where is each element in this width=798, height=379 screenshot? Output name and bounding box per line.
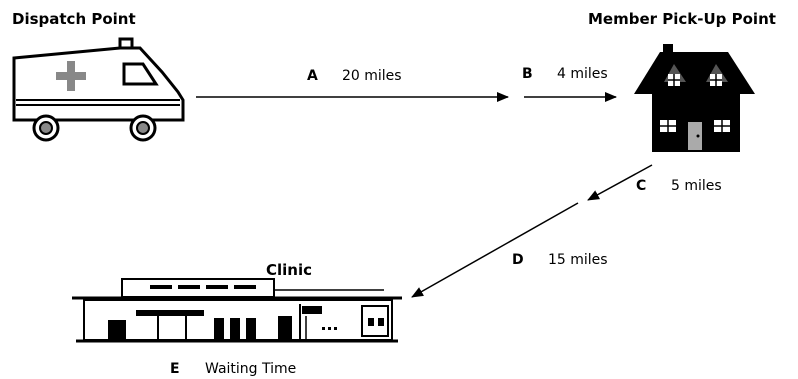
pickup-point-title: Member Pick-Up Point (588, 10, 776, 28)
leg-b-distance: 4 miles (557, 66, 608, 82)
leg-d-letter: D (512, 252, 524, 268)
leg-a-distance: 20 miles (342, 68, 402, 84)
leg-e-letter: E (170, 361, 180, 377)
leg-c-letter: C (636, 178, 647, 194)
clinic-title: Clinic (266, 261, 313, 279)
leg-c-distance: 5 miles (671, 178, 722, 194)
waiting-time-label: Waiting Time (205, 361, 297, 377)
ambulance-icon (12, 37, 185, 142)
house-icon (634, 44, 755, 152)
leg-b-letter: B (522, 66, 533, 82)
arrow-c (587, 164, 653, 201)
leg-d-distance: 15 miles (548, 252, 608, 268)
leg-a-letter: A (307, 68, 318, 84)
arrow-d (411, 202, 579, 298)
clinic-building-icon (72, 278, 402, 343)
dispatch-point-title: Dispatch Point (12, 10, 136, 28)
